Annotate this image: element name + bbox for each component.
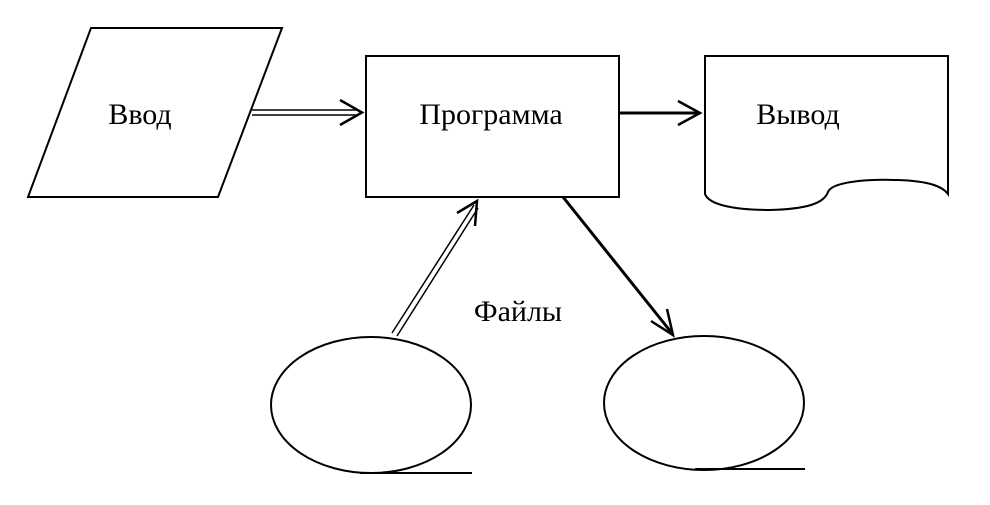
edge-program-to-files-line — [561, 196, 673, 333]
file-storage-right-circle — [603, 335, 805, 471]
edge-program-to-output — [620, 99, 703, 127]
output-label: Вывод — [756, 98, 840, 131]
program-rectangle — [365, 55, 620, 198]
output-document-shape — [704, 55, 949, 212]
file-storage-left — [270, 336, 472, 474]
output-node: Вывод — [704, 55, 949, 212]
edge-files-to-program — [391, 198, 479, 337]
edge-files-to-program-line-a — [391, 204, 475, 334]
file-storage-left-circle — [270, 336, 472, 474]
edge-program-to-output-arrowhead — [677, 99, 703, 127]
input-label: Ввод — [108, 98, 171, 131]
edge-input-to-program-arrowhead — [339, 98, 365, 127]
input-node: Ввод — [26, 27, 284, 198]
program-node: Программа — [365, 55, 620, 198]
edge-files-to-program-line-b — [396, 207, 479, 337]
input-parallelogram — [26, 27, 284, 198]
edge-program-to-files — [561, 196, 675, 338]
files-label: Файлы — [474, 295, 562, 328]
edge-program-to-files-arrowhead — [650, 308, 675, 338]
file-storage-right — [603, 335, 805, 471]
edge-files-to-program-arrowhead — [456, 198, 479, 227]
edge-input-to-program — [252, 98, 365, 127]
program-label: Программа — [419, 98, 562, 131]
